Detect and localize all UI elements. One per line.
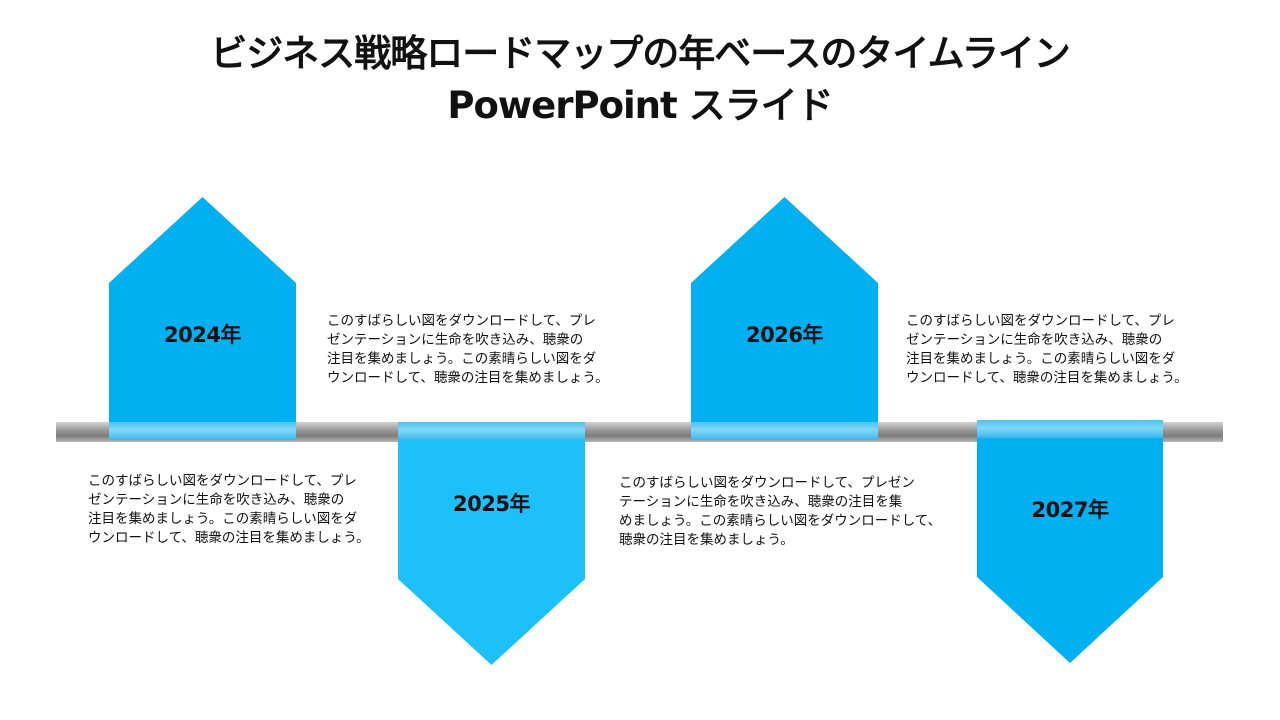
milestone-2027-description: このすばらしい図をダウンロードして、プレゼン テーションに生命を吹き込み、聴衆の… — [619, 475, 942, 548]
slide-title-line2: PowerPoint スライド — [447, 84, 833, 127]
milestone-year: 2025年 — [453, 492, 530, 516]
timeline-bar — [56, 422, 1223, 442]
milestone-2024-arrow: 2024年 — [109, 197, 296, 440]
down-arrow-shape — [398, 422, 585, 665]
milestone-2025-description: このすばらしい図をダウンロードして、プレ ゼンテーションに生命を吹き込み、聴衆の… — [327, 313, 609, 386]
milestone-year: 2024年 — [164, 323, 241, 347]
milestone-year: 2026年 — [746, 323, 823, 347]
milestone-2027-arrow: 2027年 — [977, 420, 1163, 663]
slide-title-line1: ビジネス戦略ロードマップの年ベースのタイムライン — [210, 32, 1071, 75]
up-arrow-shape — [691, 197, 878, 440]
milestone-2025-arrow: 2025年 — [398, 422, 585, 665]
up-arrow-shape — [109, 197, 296, 440]
milestone-2026-description: このすばらしい図をダウンロードして、プレ ゼンテーションに生命を吹き込み、聴衆の… — [906, 313, 1188, 386]
milestone-band — [977, 420, 1163, 438]
milestone-band — [691, 422, 878, 440]
milestone-2024-description: このすばらしい図をダウンロードして、プレ ゼンテーションに生命を吹き込み、聴衆の… — [88, 473, 370, 546]
milestone-band — [109, 422, 296, 440]
slide-title: ビジネス戦略ロードマップの年ベースのタイムライン PowerPoint スライド — [0, 28, 1280, 132]
milestone-2026-arrow: 2026年 — [691, 197, 878, 440]
down-arrow-shape — [977, 420, 1163, 663]
milestone-band — [398, 422, 585, 440]
milestone-year: 2027年 — [1031, 498, 1109, 522]
